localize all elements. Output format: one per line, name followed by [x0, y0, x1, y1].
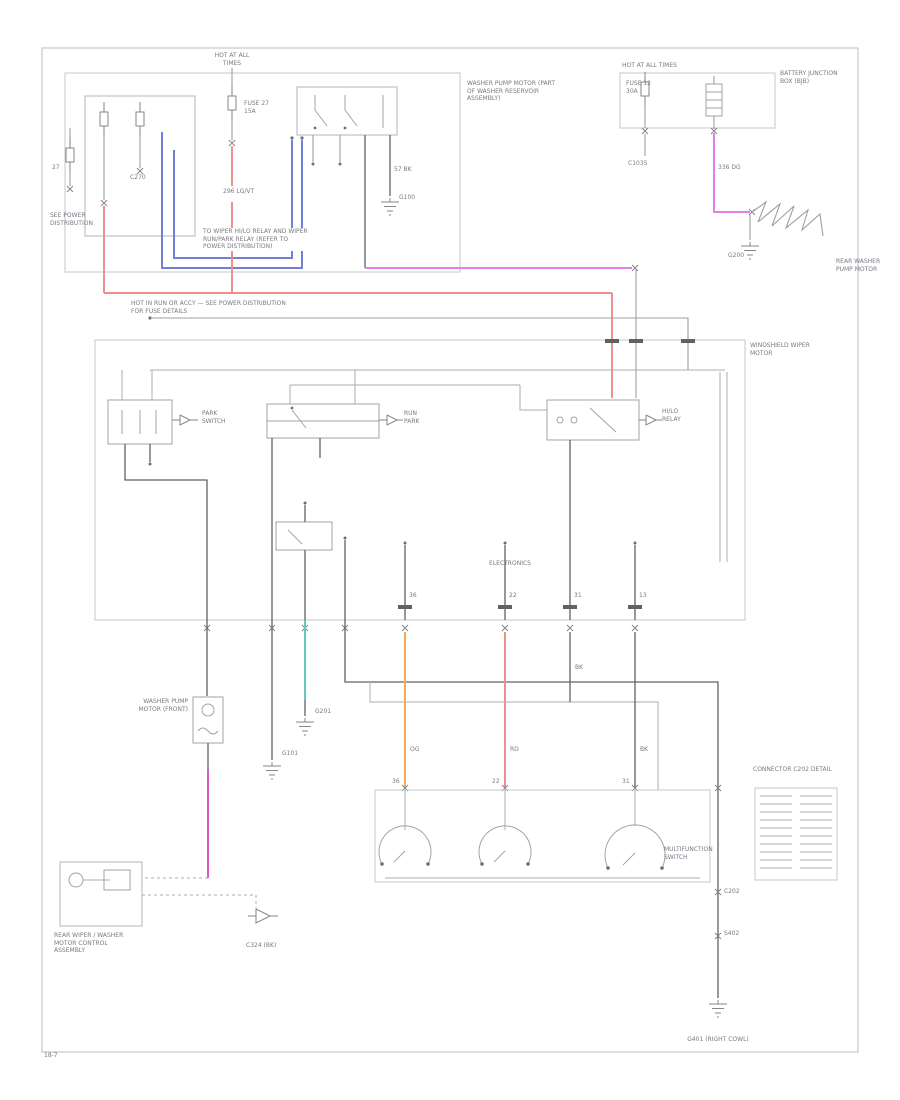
label-park-switch: PARK SWITCH — [202, 410, 226, 425]
label-c1035: C1035 — [628, 160, 648, 167]
label-s402: S402 — [724, 930, 740, 937]
wire-pink-rear-washer — [713, 133, 824, 260]
label-wire-bk: BK — [640, 746, 649, 753]
label-row-22: 22 — [492, 778, 500, 785]
label-washer-pump-motor: WASHER PUMP MOTOR (FRONT) — [138, 698, 188, 713]
label-wire-bk2: BK — [575, 664, 584, 671]
ground-symbol-g101 — [262, 761, 282, 780]
label-fuse-right: FUSE 12 30A — [626, 80, 651, 95]
ground-symbol-g100 — [380, 197, 400, 216]
wire-gray-run — [148, 316, 689, 370]
label-pin-31: 31 — [574, 592, 582, 599]
label-ground-g101: G101 — [282, 750, 299, 757]
right-ground-run — [344, 620, 728, 1018]
label-electronics: ELECTRONICS — [489, 560, 531, 567]
ground-branch-g201 — [295, 620, 315, 736]
note-blue-wires: TO WIPER HI/LO RELAY AND WIPER RUN/PARK … — [202, 228, 310, 251]
label-fuse-27: 27 — [52, 164, 60, 171]
label-ground-g100: G100 — [399, 194, 416, 201]
label-wire-296: 296 LG/VT — [222, 188, 268, 196]
windshield-wiper-motor-box — [94, 339, 746, 621]
label-rear-washer-pump: REAR WASHER PUMP MOTOR — [836, 258, 881, 273]
washer-pump-relay-block — [296, 86, 400, 268]
label-wire-57bk: 57 BK — [394, 166, 412, 173]
central-junction-box — [64, 72, 461, 273]
label-wire-og: OG — [410, 746, 420, 753]
label-row-31: 31 — [622, 778, 630, 785]
label-c270: C270 — [130, 174, 146, 181]
label-hot-at-all-times-center: HOT AT ALL TIMES — [214, 52, 250, 67]
page-footer: 18-7 — [44, 1052, 58, 1059]
wire-pink-run — [365, 264, 639, 398]
label-c202-splice: C202 — [724, 888, 740, 895]
multifunction-switch-box — [374, 789, 711, 883]
label-pin-22: 22 — [509, 592, 517, 599]
label-rear-module: REAR WIPER / WASHER MOTOR CONTROL ASSEMB… — [54, 932, 124, 954]
label-ground-g401: G401 (RIGHT COWL) — [687, 1036, 749, 1043]
connector-marks-box-exit — [203, 624, 639, 632]
wire-red-power-run — [103, 206, 613, 398]
label-washer-pump-block: WASHER PUMP MOTOR (PART OF WASHER RESERV… — [467, 80, 556, 102]
label-fuse-top-center: FUSE 27 15A — [244, 100, 269, 115]
label-run-park: RUN PARK — [404, 410, 420, 425]
label-pin-13: 13 — [639, 592, 647, 599]
switch-feed-wires — [401, 632, 639, 792]
note-red-wire: HOT IN RUN OR ACCY — SEE POWER DISTRIBUT… — [130, 300, 300, 315]
label-battery-junction-box: BATTERY JUNCTION BOX (BJB) — [780, 70, 838, 85]
page-border — [41, 47, 859, 1053]
label-ground-g200: G200 — [728, 252, 745, 259]
wire-hot-feed-center — [227, 68, 237, 293]
connector-arrow-c324 — [248, 908, 278, 924]
connector-c202-detail-table — [754, 787, 838, 881]
label-ground-g201: G201 — [315, 708, 332, 715]
label-wire-rd: RD — [510, 746, 519, 753]
label-see-power-distribution: SEE POWER DISTRIBUTION — [50, 212, 93, 227]
rear-wiper-washer-module — [59, 861, 278, 927]
label-connector-c202-detail: CONNECTOR C202 DETAIL — [753, 766, 832, 773]
label-hot-at-all-times-right: HOT AT ALL TIMES — [622, 62, 677, 69]
ground-symbol-g401 — [708, 999, 728, 1018]
battery-junction-box — [619, 71, 776, 156]
label-wire-336: 336 DG — [718, 164, 741, 171]
ground-symbol-g201 — [295, 717, 315, 736]
label-c324: C324 (BK) — [246, 942, 277, 949]
label-hilo-relay: HI/LO RELAY — [662, 408, 681, 423]
label-pin-36: 36 — [409, 592, 417, 599]
label-row-36: 36 — [392, 778, 400, 785]
label-multifunction-switch: MULTIFUNCTION SWITCH — [664, 846, 713, 861]
ground-branch-g101 — [262, 620, 282, 780]
label-windshield-wiper-motor: WINDSHIELD WIPER MOTOR — [750, 342, 810, 357]
washer-pump-branch — [142, 620, 257, 910]
